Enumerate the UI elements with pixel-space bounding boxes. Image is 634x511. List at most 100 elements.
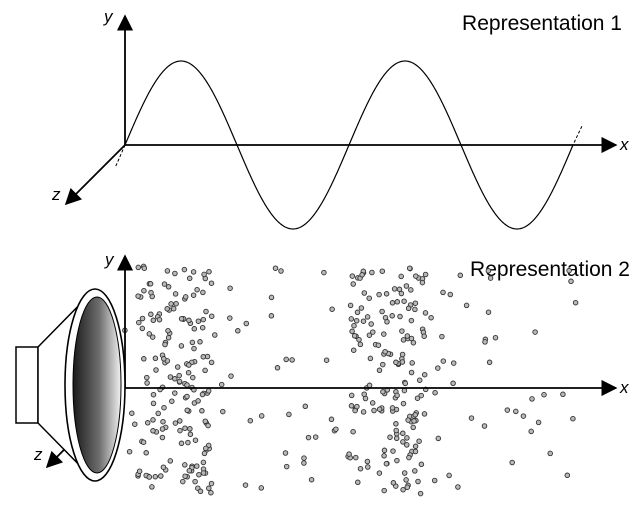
air-particle — [348, 403, 355, 409]
air-particle — [201, 450, 208, 457]
air-particle — [178, 316, 185, 322]
air-particles — [116, 263, 579, 497]
air-particle — [139, 315, 146, 322]
air-particle — [172, 390, 178, 396]
air-particle — [403, 477, 409, 483]
air-particle — [194, 286, 200, 293]
air-particle — [283, 463, 290, 470]
air-particle — [158, 473, 164, 479]
air-particle — [532, 329, 538, 335]
air-particle — [165, 327, 171, 334]
air-particle — [159, 434, 166, 441]
air-particle — [357, 341, 364, 348]
air-particle — [389, 300, 396, 306]
air-particle — [450, 360, 457, 366]
air-particle — [412, 306, 418, 313]
air-particle — [218, 381, 225, 388]
air-particle — [212, 332, 218, 338]
speaker-cone — [72, 296, 122, 474]
air-particle — [413, 273, 419, 279]
air-particle — [152, 355, 159, 362]
air-particle — [196, 471, 202, 478]
air-particle — [164, 306, 170, 312]
air-particle — [155, 410, 161, 417]
air-particle — [149, 334, 156, 340]
air-particle — [417, 490, 424, 497]
air-particle — [205, 422, 211, 429]
air-particle — [428, 314, 434, 321]
air-particle — [182, 462, 188, 468]
air-particle — [396, 286, 403, 293]
air-particle — [414, 395, 421, 401]
air-particle — [485, 309, 492, 315]
air-particle — [186, 275, 193, 282]
air-particle — [400, 486, 406, 493]
air-particle — [141, 356, 147, 362]
air-particle — [412, 300, 419, 306]
air-particle — [289, 357, 295, 363]
air-particle — [346, 451, 352, 457]
air-particle — [391, 286, 398, 292]
air-particle — [274, 365, 281, 371]
air-particle — [184, 407, 190, 414]
air-particle — [302, 403, 309, 410]
air-particle — [174, 364, 181, 370]
air-particle — [379, 268, 386, 274]
r1-x-label: x — [619, 135, 629, 154]
air-particle — [394, 299, 401, 305]
air-particle — [200, 459, 207, 466]
air-particle — [220, 408, 226, 415]
air-particle — [167, 374, 174, 380]
air-particle — [227, 285, 233, 291]
air-particle — [446, 472, 452, 479]
air-particle — [367, 355, 374, 362]
air-particle — [150, 417, 156, 423]
air-particle — [528, 428, 534, 435]
representation-1-title: Representation 1 — [462, 12, 622, 35]
air-particle — [406, 265, 413, 271]
air-particle — [566, 267, 572, 274]
air-particle — [162, 341, 168, 348]
air-particle — [357, 465, 364, 472]
air-particle — [359, 272, 365, 278]
air-particle — [393, 359, 399, 366]
air-particle — [136, 319, 142, 326]
air-particle — [412, 443, 419, 450]
air-particle — [321, 269, 327, 276]
air-particle — [431, 477, 438, 484]
air-particle — [206, 485, 212, 492]
r2-y-label: y — [104, 250, 115, 269]
air-particle — [172, 270, 178, 277]
air-particle — [150, 400, 157, 407]
air-particle — [350, 281, 356, 287]
air-particle — [301, 455, 307, 461]
air-particle — [199, 324, 206, 331]
air-particle — [401, 298, 407, 304]
air-particle — [194, 463, 200, 469]
air-particle — [185, 369, 192, 376]
air-particle — [283, 356, 289, 363]
air-particle — [422, 310, 429, 316]
air-particle — [409, 360, 415, 366]
air-particle — [408, 317, 415, 324]
air-particle — [439, 333, 445, 340]
air-particle — [400, 439, 406, 445]
air-particle — [184, 393, 190, 400]
air-particle — [361, 290, 368, 296]
air-particle — [150, 317, 157, 324]
air-particle — [268, 294, 275, 301]
r1-z-label: z — [51, 185, 61, 204]
air-particle — [415, 478, 421, 485]
air-particle — [416, 377, 423, 383]
air-particle — [258, 413, 265, 419]
air-particle — [513, 408, 519, 415]
air-particle — [191, 326, 198, 332]
air-particle — [354, 403, 360, 410]
air-particle — [365, 464, 371, 470]
air-particle — [200, 354, 207, 360]
air-particle — [208, 313, 215, 319]
air-particle — [381, 447, 388, 454]
air-particle — [406, 454, 412, 461]
air-particle — [305, 434, 312, 441]
